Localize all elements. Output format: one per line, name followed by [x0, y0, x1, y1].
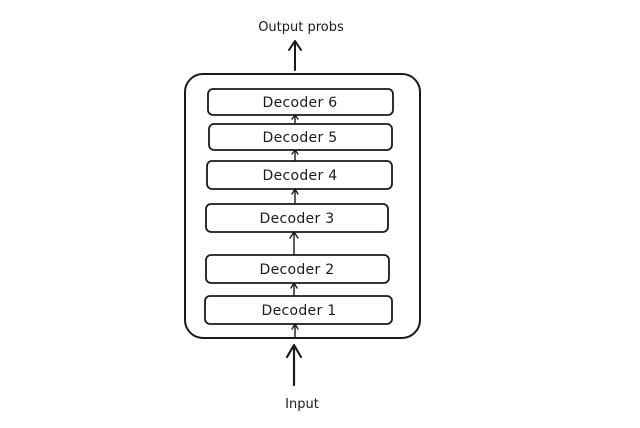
decoder-label: Decoder 5 — [263, 130, 338, 146]
connector-arrow — [290, 282, 298, 297]
decoder-block: Decoder 6 — [207, 88, 394, 116]
decoder-label: Decoder 1 — [262, 303, 337, 319]
decoder-stack-container — [184, 73, 421, 339]
input-label: Input — [285, 397, 319, 412]
connector-arrow — [291, 149, 299, 162]
decoder-block: Decoder 2 — [205, 254, 390, 284]
connector-arrow — [289, 231, 299, 256]
connector-arrow — [291, 114, 299, 125]
decoder-block: Decoder 4 — [206, 160, 393, 190]
decoder-label: Decoder 3 — [260, 211, 335, 227]
decoder-label: Decoder 2 — [260, 262, 335, 278]
output-label: Output probs — [258, 20, 344, 35]
decoder-label: Decoder 4 — [263, 168, 338, 184]
input-arrow — [285, 343, 303, 387]
connector-arrow — [291, 323, 299, 339]
decoder-label: Decoder 6 — [263, 95, 338, 111]
decoder-block: Decoder 1 — [204, 295, 393, 325]
connector-arrow — [291, 188, 299, 205]
decoder-block: Decoder 3 — [205, 203, 389, 233]
output-arrow — [288, 40, 302, 71]
decoder-block: Decoder 5 — [208, 123, 393, 151]
